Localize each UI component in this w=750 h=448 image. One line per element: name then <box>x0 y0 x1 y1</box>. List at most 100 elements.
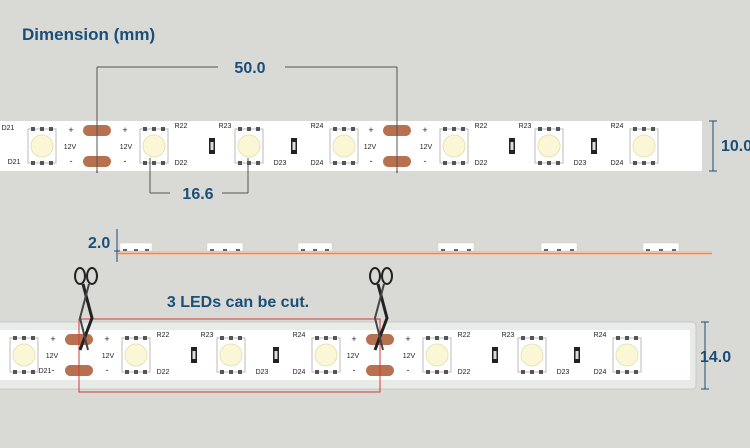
led-pin <box>315 370 319 374</box>
led-pin <box>452 161 456 165</box>
resistor <box>291 138 297 154</box>
resistor-mark <box>575 351 579 359</box>
led-pin <box>134 336 138 340</box>
led-pin <box>634 336 638 340</box>
voltage-label: 12V <box>120 144 133 151</box>
led-pin <box>220 336 224 340</box>
ref-d22: D22 <box>458 369 471 376</box>
led-pin <box>461 127 465 131</box>
voltage-label: 12V <box>64 144 77 151</box>
height-label: 2.0 <box>88 235 110 252</box>
led-chip <box>422 336 452 374</box>
side-led-pin <box>441 249 445 251</box>
side-led-pin <box>236 249 240 251</box>
led-pin <box>49 127 53 131</box>
led-pin <box>556 161 560 165</box>
led-lens <box>12 343 36 367</box>
side-led-pin <box>313 249 317 251</box>
ref-d22: D22 <box>475 160 488 167</box>
led-pin <box>625 336 629 340</box>
voltage-label: 12V <box>347 353 360 360</box>
resistor <box>273 347 279 363</box>
ref-r23: R23 <box>201 332 214 339</box>
ref-d23: D23 <box>274 160 287 167</box>
led-pin <box>342 161 346 165</box>
resistor-mark <box>493 351 497 359</box>
voltage-label: 12V <box>403 353 416 360</box>
ref-r23: R23 <box>519 123 532 130</box>
minus-mark: - <box>370 156 373 166</box>
led-pin <box>238 370 242 374</box>
led-pin <box>625 370 629 374</box>
minus-mark: - <box>106 365 109 375</box>
led-pin <box>40 127 44 131</box>
width-bare-label: 10.0 <box>721 138 750 155</box>
led-spacing-label: 16.6 <box>182 186 213 203</box>
led-lens <box>520 343 544 367</box>
led-pin <box>521 370 525 374</box>
led-chip <box>439 127 469 165</box>
ref-d21: D21 <box>2 125 15 132</box>
led-pin <box>40 161 44 165</box>
scissors-icon <box>369 267 393 351</box>
resistor-mark <box>210 142 214 150</box>
ref-r22: R22 <box>475 123 488 130</box>
pitch-label: 50.0 <box>234 60 265 77</box>
led-lens <box>142 134 166 158</box>
led-pin <box>547 127 551 131</box>
resistor-mark <box>510 142 514 150</box>
led-pin <box>125 336 129 340</box>
resistor-mark <box>292 142 296 150</box>
led-pin <box>351 161 355 165</box>
led-pin <box>435 370 439 374</box>
led-pin <box>143 370 147 374</box>
led-pin <box>333 370 337 374</box>
voltage-label: 12V <box>46 353 59 360</box>
cut-note: 3 LEDs can be cut. <box>167 294 309 311</box>
led-pin <box>229 370 233 374</box>
minus-mark: - <box>424 156 427 166</box>
led-pin <box>333 127 337 131</box>
led-chip <box>139 127 169 165</box>
led-pin <box>22 336 26 340</box>
led-pin <box>538 127 542 131</box>
resistor <box>574 347 580 363</box>
side-led-pin <box>557 249 561 251</box>
voltage-label: 12V <box>102 353 115 360</box>
led-pin <box>521 336 525 340</box>
led-pin <box>616 336 620 340</box>
ref-d24: D24 <box>611 160 624 167</box>
led-pin <box>642 161 646 165</box>
resistor <box>191 347 197 363</box>
side-led-pin <box>210 249 214 251</box>
led-lens <box>537 134 561 158</box>
led-pin <box>22 370 26 374</box>
led-lens <box>30 134 54 158</box>
led-pin <box>435 336 439 340</box>
led-pin <box>125 370 129 374</box>
led-chip <box>311 336 341 374</box>
led-lens <box>124 343 148 367</box>
led-pin <box>642 127 646 131</box>
led-lens <box>442 134 466 158</box>
led-spacing-dimension <box>149 158 249 194</box>
led-lens <box>615 343 639 367</box>
led-pin <box>238 127 242 131</box>
ref-r23: R23 <box>502 332 515 339</box>
led-pin <box>143 161 147 165</box>
ref-d24: D24 <box>594 369 607 376</box>
resistor-mark <box>592 142 596 150</box>
voltage-label: 12V <box>420 144 433 151</box>
resistor <box>591 138 597 154</box>
led-lens <box>237 134 261 158</box>
led-pin <box>342 127 346 131</box>
led-pin <box>426 336 430 340</box>
led-pin <box>651 127 655 131</box>
side-led-pin <box>145 249 149 251</box>
ref-r24: R24 <box>311 123 324 130</box>
side-view <box>118 242 712 255</box>
minus-mark: - <box>353 365 356 375</box>
led-pin <box>31 127 35 131</box>
side-led-pin <box>467 249 471 251</box>
led-pin <box>538 161 542 165</box>
